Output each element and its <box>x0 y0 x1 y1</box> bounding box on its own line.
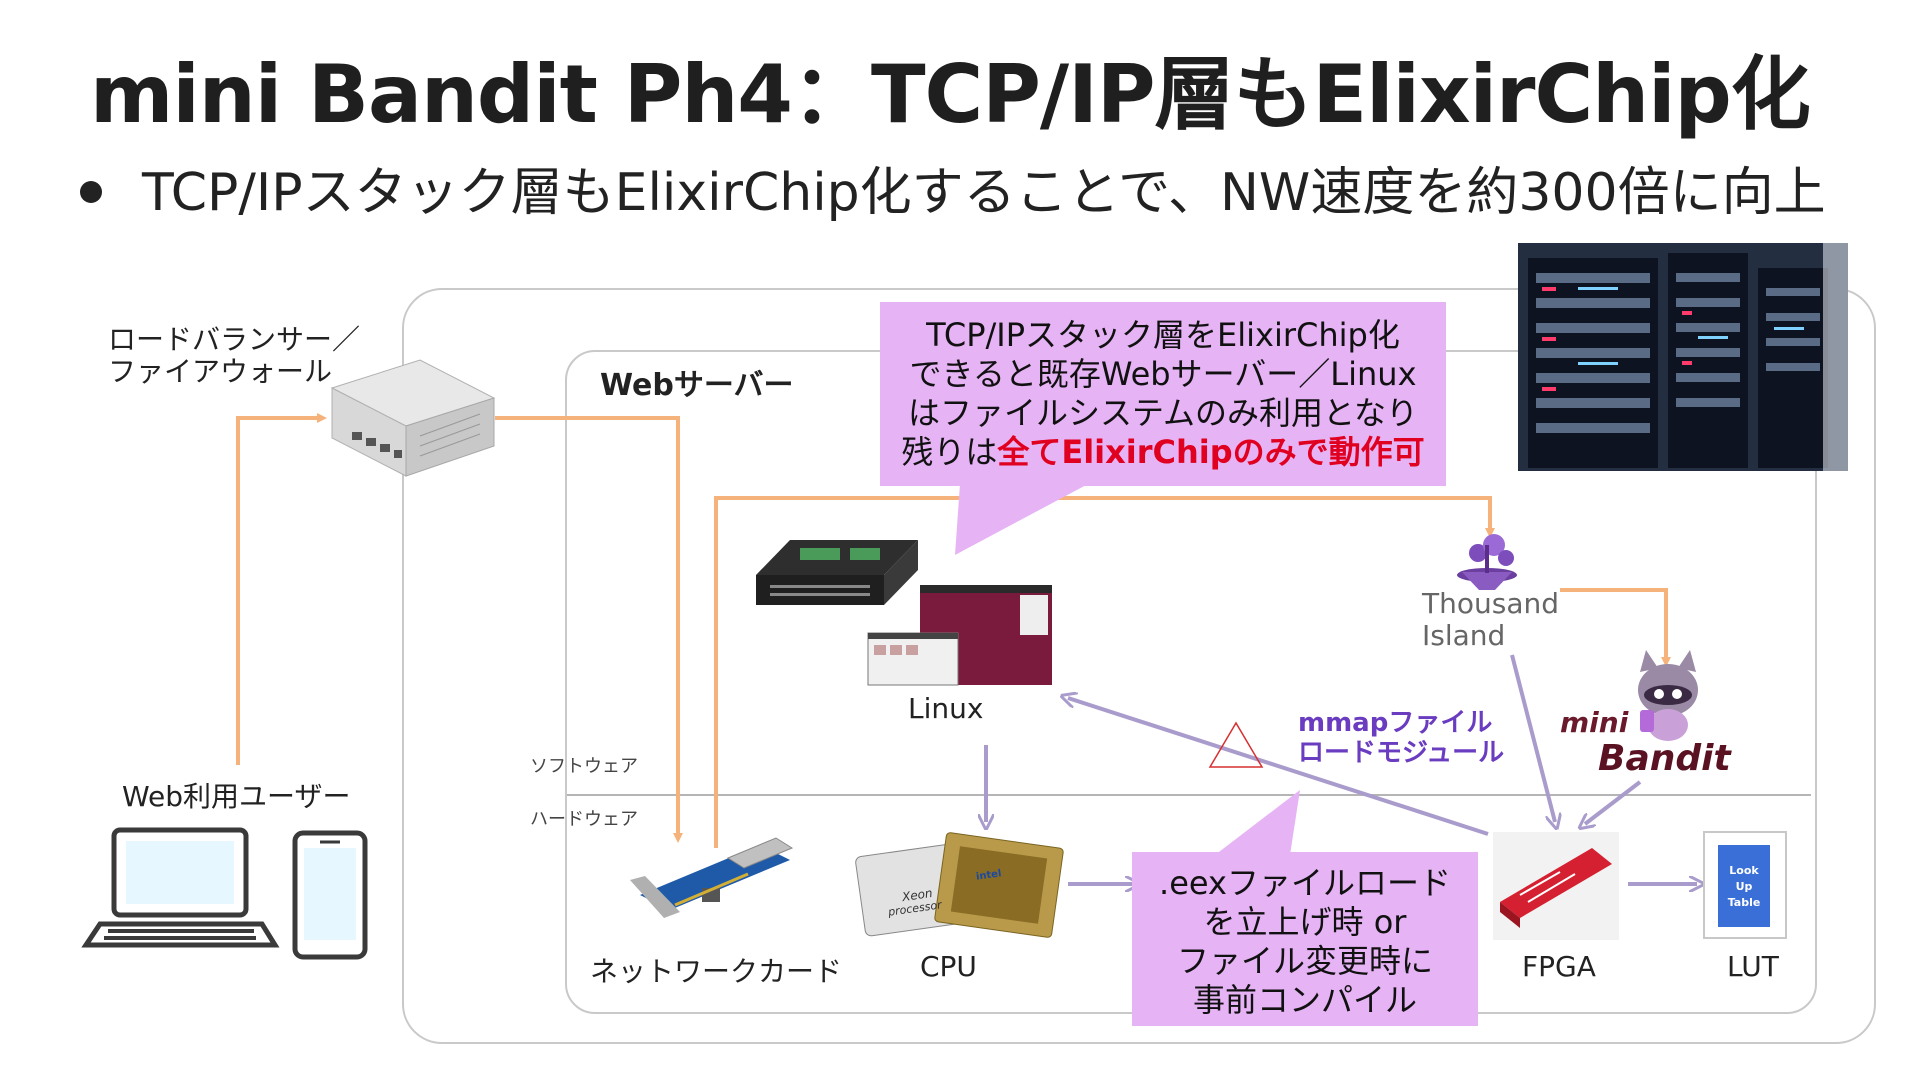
callout-bottom-line1: .eexファイルロード <box>1159 864 1451 902</box>
callout-top-line3: はファイルシステムのみ利用となり <box>907 394 1419 432</box>
bullet-dot <box>80 181 102 203</box>
load-balancer-label-line1: ロードバランサー／ <box>108 323 361 356</box>
rack-server-image <box>756 540 918 605</box>
network-card-image <box>630 837 794 918</box>
lut-box-text: Look Up Table <box>1718 863 1770 911</box>
mmap-line1: mmapファイル <box>1298 708 1493 738</box>
software-label: ソフトウェア <box>530 756 638 777</box>
mini-bandit-bandit: Bandit <box>1598 738 1731 779</box>
load-balancer-label-line2: ファイアウォール <box>108 355 333 388</box>
mmap-line2: ロードモジュール <box>1298 738 1505 768</box>
lut-text-up: Up <box>1735 880 1753 893</box>
warning-triangle <box>1208 721 1264 768</box>
callout-top-tail <box>955 484 1088 555</box>
lut-text-table: Table <box>1727 896 1761 909</box>
callout-top-line4-prefix: 残りは <box>901 433 998 471</box>
linux-desktop-image <box>867 585 1052 686</box>
callout-top-line4: 残りは全てElixirChipのみで動作可 <box>880 433 1446 472</box>
server-rack-photo <box>1518 243 1848 471</box>
callout-top-emphasis: 全てElixirChipのみで動作可 <box>997 433 1425 471</box>
callout-bottom-line2: を立上げ時 or <box>1203 903 1407 941</box>
thousand-island-logo <box>1457 534 1517 590</box>
callout-bottom-line3: ファイル変更時に <box>1176 942 1433 980</box>
linux-label: Linux <box>908 692 984 725</box>
page-title: mini Bandit Ph4：TCP/IP層もElixirChip化 <box>90 48 1811 141</box>
thousand-island-line1: Thousand <box>1422 587 1559 620</box>
fpga-label: FPGA <box>1522 950 1596 983</box>
load-balancer-device <box>330 359 496 477</box>
arrow-lb-to-nic <box>495 416 683 843</box>
callout-top-line2: できると既存Webサーバー／Linux <box>909 355 1417 393</box>
mmap-label: mmapファイル ロードモジュール <box>1298 708 1504 768</box>
cpu-label: CPU <box>920 950 977 983</box>
laptop-icon <box>81 827 280 948</box>
lut-text-look: Look <box>1729 864 1759 877</box>
callout-bottom: .eexファイルロード を立上げ時 or ファイル変更時に 事前コンパイル <box>1132 852 1478 1026</box>
callout-bottom-line4: 事前コンパイル <box>1192 981 1417 1019</box>
smartphone-icon <box>292 830 368 960</box>
mini-bandit-mini: mini <box>1560 706 1629 739</box>
arrow-bandit-to-fpga <box>1585 780 1642 824</box>
fpga-image <box>1493 832 1619 940</box>
bandit-mascot-icon <box>1638 650 1698 741</box>
thousand-island-line2: Island <box>1422 619 1506 652</box>
web-user-label: Web利用ユーザー <box>122 780 351 813</box>
arrow-thousand-island-to-bandit <box>1560 588 1671 667</box>
callout-top-line1: TCP/IPスタック層をElixirChip化 <box>926 316 1400 354</box>
callout-bottom-tail <box>1215 790 1300 855</box>
arrow-nic-to-thousand-island <box>714 496 1495 848</box>
arrow-fpga-to-linux <box>1068 698 1489 836</box>
network-card-label: ネットワークカード <box>590 955 843 988</box>
bullet-text: TCP/IPスタック層もElixirChip化することで、NW速度を約300倍に… <box>142 163 1826 223</box>
bullet-point: TCP/IPスタック層もElixirChip化することで、NW速度を約300倍に… <box>80 150 1826 225</box>
hardware-label: ハードウェア <box>530 809 638 830</box>
arrow-user-to-lb <box>236 413 327 765</box>
lut-block <box>1703 831 1787 939</box>
arrow-thousand-island-to-fpga <box>1510 654 1555 822</box>
cpu-image <box>855 832 1064 938</box>
callout-top: TCP/IPスタック層をElixirChip化 できると既存Webサーバー／Li… <box>880 302 1446 486</box>
web-server-label: Webサーバー <box>600 368 794 403</box>
thousand-island-label: Thousand Island <box>1422 588 1559 652</box>
lut-label: LUT <box>1727 950 1779 983</box>
